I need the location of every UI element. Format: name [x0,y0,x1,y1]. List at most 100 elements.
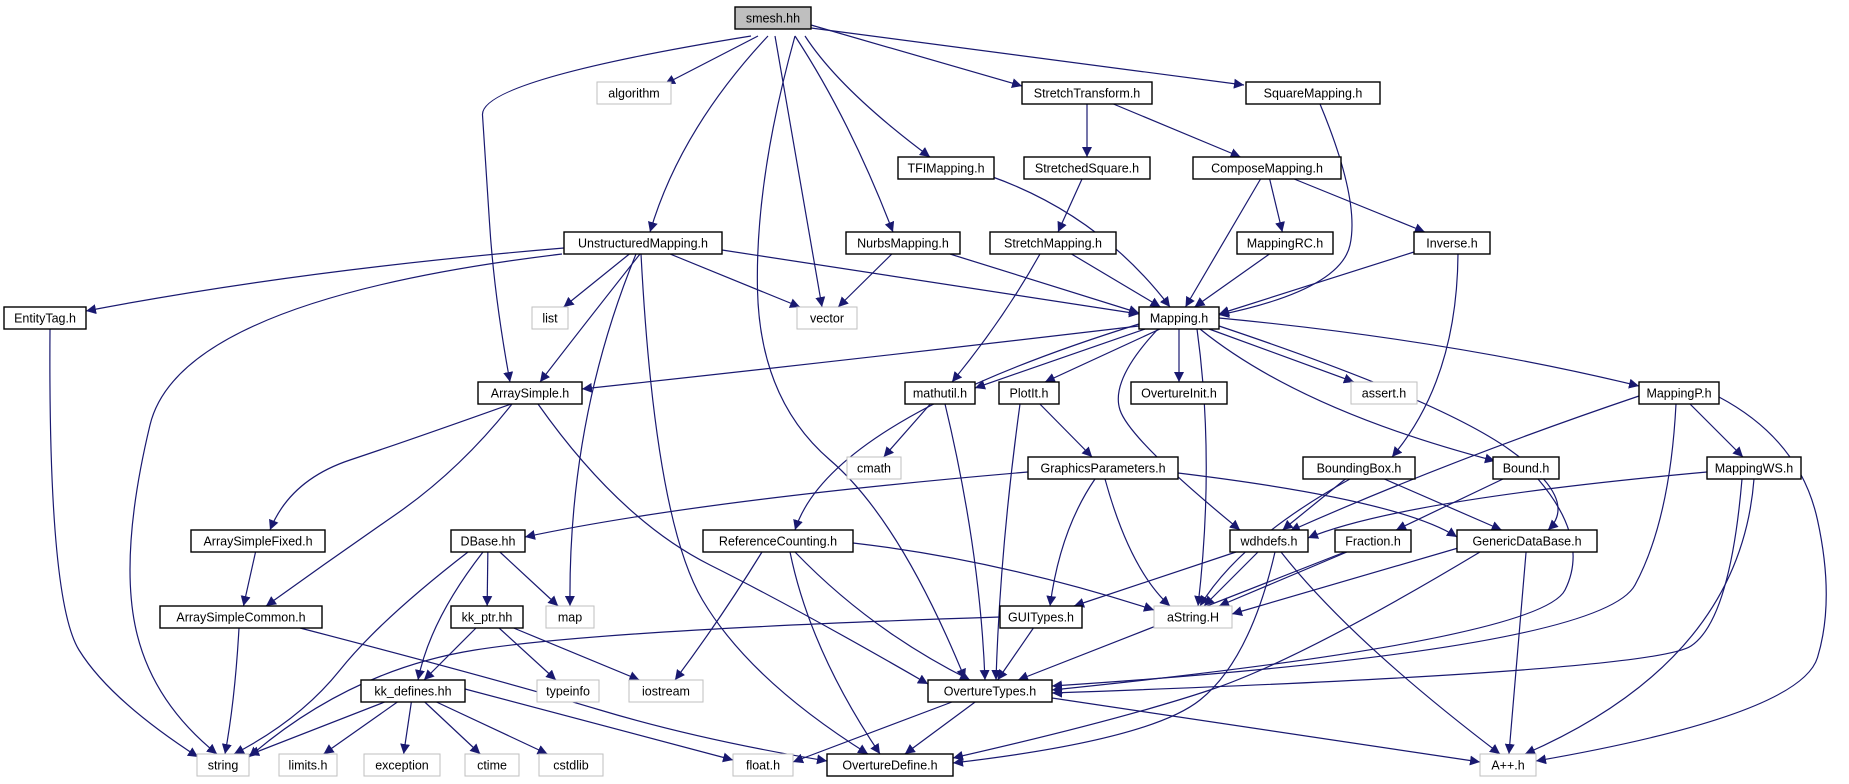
node-label-guitypes: GUITypes.h [1008,611,1074,625]
node-label-algorithm: algorithm [608,87,659,101]
node-box-squaremapping [1245,81,1381,105]
node-label-overtureinit: OvertureInit.h [1141,387,1217,401]
node-box-aplusplus [1479,753,1537,777]
node-smesh[interactable]: smesh.hh [734,6,812,30]
node-limits: limits.h [278,753,338,777]
node-box-overturedefine [826,753,954,777]
node-mapping[interactable]: Mapping.h [1138,306,1220,330]
node-box-cstdlib [538,753,604,777]
node-box-composemapping [1192,156,1342,180]
edge-overturetypes-to-aplusplus [1051,697,1481,766]
node-mathutil[interactable]: mathutil.h [904,381,976,405]
node-squaremapping[interactable]: SquareMapping.h [1245,81,1381,105]
node-arraysimplecommon[interactable]: ArraySimpleCommon.h [159,605,323,629]
node-guitypes[interactable]: GUITypes.h [999,605,1083,629]
node-stretchedsquare[interactable]: StretchedSquare.h [1023,156,1151,180]
edge-genericdatabase-to-astring [1231,545,1466,616]
node-label-nurbsmapping: NurbsMapping.h [857,237,949,251]
edge-smesh-to-stretchtransform [810,24,1023,89]
node-box-genericdatabase [1456,529,1598,553]
edge-nurbsmapping-to-vector [837,253,893,308]
node-arraysimple[interactable]: ArraySimple.h [477,381,583,405]
node-dbase[interactable]: DBase.hh [450,529,526,553]
edge-stretchtransform-to-composemapping [1113,103,1241,158]
edge-mappingrc-to-mapping [1194,253,1270,308]
node-label-stretchtransform: StretchTransform.h [1034,87,1141,101]
node-box-algorithm [596,81,672,105]
node-unstructuredmapping[interactable]: UnstructuredMapping.h [563,231,723,255]
edge-smesh-to-algorithm [664,35,759,85]
edge-unstructuredmapping-to-entitytag [85,247,565,315]
node-overturedefine[interactable]: OvertureDefine.h [826,753,954,777]
node-arraysimplefixed[interactable]: ArraySimpleFixed.h [190,529,326,553]
edge-wdhdefs-to-aplusplus [1280,551,1501,755]
node-iostream: iostream [628,679,704,703]
node-bound[interactable]: Bound.h [1492,456,1560,480]
edge-referencecounting-to-overturedefine [789,551,881,755]
node-genericdatabase[interactable]: GenericDataBase.h [1456,529,1598,553]
edge-arraysimple-to-arraysimplefixed [269,403,512,531]
node-plotit[interactable]: PlotIt.h [998,381,1060,405]
node-label-stretchmapping: StretchMapping.h [1004,237,1102,251]
edge-plotit-to-overturetypes [991,403,1021,681]
edge-overturetypes-to-float [792,701,953,764]
node-box-fraction [1334,529,1412,553]
node-referencecounting[interactable]: ReferenceCounting.h [702,529,854,553]
node-overturetypes[interactable]: OvertureTypes.h [927,679,1053,703]
node-boundingbox[interactable]: BoundingBox.h [1302,456,1416,480]
node-label-kk_defines: kk_defines.hh [374,685,451,699]
node-stretchmapping[interactable]: StretchMapping.h [989,231,1117,255]
node-label-astring: aString.H [1167,611,1219,625]
node-string: string [196,753,250,777]
node-box-graphicsparameters [1027,456,1179,480]
node-box-dbase [450,529,526,553]
node-graphicsparameters[interactable]: GraphicsParameters.h [1027,456,1179,480]
node-box-referencecounting [702,529,854,553]
node-typeinfo: typeinfo [536,679,600,703]
edge-kk_defines-to-float [464,688,734,763]
node-composemapping[interactable]: ComposeMapping.h [1192,156,1342,180]
node-kk_ptr[interactable]: kk_ptr.hh [450,605,524,629]
node-label-cstdlib: cstdlib [553,759,588,773]
node-fraction[interactable]: Fraction.h [1334,529,1412,553]
node-mappingrc[interactable]: MappingRC.h [1236,231,1334,255]
node-box-iostream [628,679,704,703]
node-kk_defines[interactable]: kk_defines.hh [360,679,466,703]
node-label-vector: vector [810,312,844,326]
node-label-boundingbox: BoundingBox.h [1317,462,1402,476]
edge-referencecounting-to-overturetypes [794,551,971,681]
node-mappingp[interactable]: MappingP.h [1638,381,1720,405]
node-nurbsmapping[interactable]: NurbsMapping.h [845,231,961,255]
edge-referencecounting-to-astring [852,542,1155,612]
node-overtureinit[interactable]: OvertureInit.h [1130,381,1228,405]
node-label-dbase: DBase.hh [461,535,516,549]
node-box-boundingbox [1302,456,1416,480]
node-label-referencecounting: ReferenceCounting.h [719,535,837,549]
node-algorithm: algorithm [596,81,672,105]
edge-fraction-to-astring [1218,551,1348,607]
node-box-mappingws [1706,456,1802,480]
node-wdhdefs[interactable]: wdhdefs.h [1229,529,1309,553]
edge-mapping-to-referencecounting [793,323,1140,531]
node-box-entitytag [3,306,87,330]
node-label-map: map [558,611,582,625]
node-mappingws[interactable]: MappingWS.h [1706,456,1802,480]
node-entitytag[interactable]: EntityTag.h [3,306,87,330]
node-label-exception: exception [375,759,429,773]
node-label-string: string [208,759,239,773]
node-label-graphicsparameters: GraphicsParameters.h [1040,462,1165,476]
node-label-arraysimplefixed: ArraySimpleFixed.h [203,535,312,549]
node-cstdlib: cstdlib [538,753,604,777]
node-box-astring [1153,605,1233,629]
edge-squaremapping-to-mapping [1218,103,1353,318]
node-label-wdhdefs: wdhdefs.h [1240,535,1298,549]
node-tfimapping[interactable]: TFIMapping.h [897,156,995,180]
node-label-fraction: Fraction.h [1345,535,1401,549]
node-label-typeinfo: typeinfo [546,685,590,699]
node-label-stretchedsquare: StretchedSquare.h [1035,162,1139,176]
edge-entitytag-to-string [49,328,199,758]
node-inverse[interactable]: Inverse.h [1413,231,1491,255]
edge-bound-to-overturetypes [1051,478,1574,694]
node-stretchtransform[interactable]: StretchTransform.h [1021,81,1153,105]
edge-mappingp-to-mappingws [1689,403,1744,458]
